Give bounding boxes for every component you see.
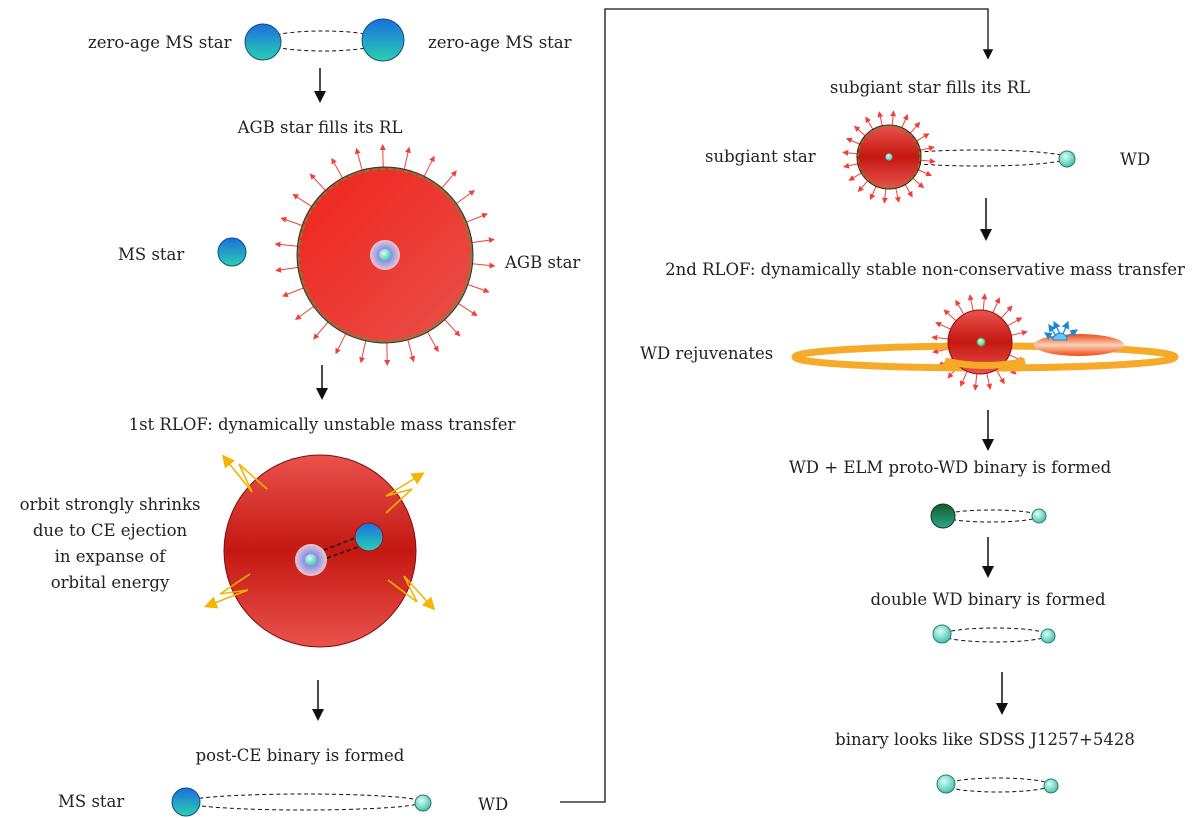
subgiant-core [885,153,893,161]
elm-proto-wd [930,503,956,529]
blue-arrow [1048,323,1057,337]
step-rlof2: 2nd RLOF: dynamically stable non-conserv… [665,260,1185,279]
orbit-elm [942,509,1040,523]
rejuvenates-label: WD rejuvenates [640,344,773,363]
ce-note-line-4: orbital energy [51,573,170,592]
orbit-postce [185,793,423,811]
accretion-disk [1034,334,1124,356]
step-agb: AGB star fills its RL [237,118,403,137]
ce-ejection-arrows [204,454,436,611]
ce-note-line-3: in expanse of [55,547,168,566]
ms-star [217,237,247,267]
dwd-secondary [1040,628,1056,644]
step-final: binary looks like SDSS J1257+5428 [835,730,1135,749]
roche-lobe-edge [857,125,921,189]
ce-arrow [385,472,425,514]
postce-wd-label: WD [478,795,508,814]
subgiant-label: subgiant star [705,147,816,166]
ce-ms-star [354,522,384,552]
subgiant-wd-label: WD [1120,150,1150,169]
elm-companion-wd [1031,508,1047,524]
step-rlof1: 1st RLOF: dynamically unstable mass tran… [129,415,516,434]
step-elm: WD + ELM proto-WD binary is formed [789,458,1112,477]
blue-arrow [1065,329,1079,338]
zams-left-label: zero-age MS star [88,33,232,52]
ce-arrow [222,454,268,493]
final-wd-2 [1043,778,1059,794]
ms-star-label: MS star [118,245,184,264]
blue-arrow [1043,332,1054,340]
zams-star-2 [361,18,405,62]
ring-front [944,357,1026,369]
ce-note-line-2: due to CE ejection [33,521,188,540]
agb-core [379,249,391,261]
postce-ms-label: MS star [58,792,124,811]
final-wd-1 [936,774,956,794]
ce-orbit [326,545,362,559]
ce-orbit [323,536,359,551]
ce-arrow [387,575,436,611]
postce-wd [414,794,432,812]
blue-arrow [1053,320,1061,335]
roche-lobe-edge [298,168,472,342]
ce-arrow [204,573,251,609]
dwd-primary [932,624,952,644]
postce-ms-star [171,787,201,817]
blue-arrow [1061,320,1070,335]
subgiant-wd [1058,150,1076,168]
wd-rejuvenation-arrows [1043,320,1079,340]
ce-core [305,554,317,566]
step-dwd: double WD binary is formed [870,590,1105,609]
ce-note-line-1: orbit strongly shrinks [20,495,201,514]
zams-right-label: zero-age MS star [428,33,572,52]
accreting-wd [1052,332,1068,341]
orbit-dwd [941,627,1049,643]
column-connector-arrow [560,8,994,803]
step-postce: post-CE binary is formed [196,746,405,765]
donor-core [976,337,986,347]
agb-star-label: AGB star [504,253,580,272]
zams-star-1 [244,23,282,61]
orbit-final [945,777,1051,793]
step-subgiant: subgiant star fills its RL [830,78,1030,97]
